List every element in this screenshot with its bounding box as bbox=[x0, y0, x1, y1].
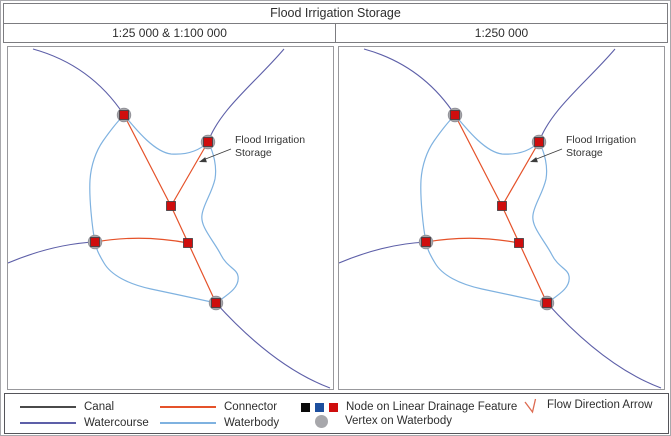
node-square-red-icon bbox=[329, 402, 338, 412]
canal-line-icon bbox=[20, 406, 76, 408]
node-on-drainage-feature bbox=[421, 237, 431, 247]
node-square-blue-icon bbox=[315, 402, 324, 412]
legend-label-canal: Canal bbox=[84, 401, 115, 413]
map-annotation: Flood Irrigation Storage bbox=[566, 134, 639, 159]
legend-item-watercourse: Watercourse bbox=[20, 415, 149, 431]
map-panel-right: Flood Irrigation Storage bbox=[338, 46, 665, 390]
node-on-drainage-feature bbox=[450, 110, 460, 120]
node-square-black-icon bbox=[301, 402, 310, 412]
map-panels: Flood Irrigation Storage Flood Irrigatio… bbox=[7, 46, 665, 390]
connector-line-icon bbox=[160, 406, 216, 408]
connector-left bbox=[94, 237, 189, 244]
node-on-drainage-feature bbox=[203, 137, 213, 147]
legend-label-vertex: Vertex on Waterbody bbox=[345, 415, 452, 427]
watercourse-top-right bbox=[207, 48, 285, 143]
watercourse-bottom-right bbox=[546, 302, 662, 389]
vertex-circle-icon bbox=[315, 414, 328, 428]
legend-item-flow: Flow Direction Arrow bbox=[523, 397, 653, 414]
node-on-drainage-feature bbox=[90, 237, 100, 247]
node-on-drainage-feature bbox=[514, 238, 524, 248]
legend-item-vertex: Vertex on Waterbody bbox=[315, 413, 452, 429]
watercourse-line-icon bbox=[20, 422, 76, 424]
flow-direction-arrow-icon bbox=[524, 398, 537, 414]
page-title: Flood Irrigation Storage bbox=[4, 4, 667, 24]
annotation-arrow bbox=[533, 148, 563, 161]
legend-label-connector: Connector bbox=[224, 401, 278, 413]
waterbody-line-icon bbox=[160, 422, 216, 424]
annotation-arrowhead bbox=[530, 157, 538, 163]
watercourse-bottom-right bbox=[215, 302, 331, 389]
legend-item-waterbody: Waterbody bbox=[160, 415, 279, 431]
waterbody-outline bbox=[89, 114, 239, 304]
legend-label-watercourse: Watercourse bbox=[84, 417, 149, 429]
node-on-drainage-feature bbox=[534, 137, 544, 147]
watercourse-top-right bbox=[538, 48, 616, 143]
node-on-drainage-feature bbox=[183, 238, 193, 248]
node-on-drainage-feature bbox=[542, 298, 552, 308]
legend: Canal Watercourse Connector Waterbody No… bbox=[4, 393, 669, 434]
watercourse-left bbox=[8, 241, 96, 264]
legend-label-waterbody: Waterbody bbox=[224, 417, 280, 429]
legend-label-flow: Flow Direction Arrow bbox=[547, 399, 653, 411]
node-on-drainage-feature bbox=[119, 110, 129, 120]
scale-label-left: 1:25 000 & 1:100 000 bbox=[4, 24, 336, 42]
legend-item-connector: Connector bbox=[160, 399, 277, 415]
waterbody-outline bbox=[420, 114, 570, 304]
watercourse-left bbox=[339, 241, 427, 264]
map-panel-left: Flood Irrigation Storage bbox=[7, 46, 334, 390]
annotation-arrow bbox=[202, 148, 232, 161]
node-on-drainage-feature bbox=[211, 298, 221, 308]
connector-lines bbox=[454, 114, 548, 304]
map-annotation: Flood Irrigation Storage bbox=[235, 134, 308, 159]
watercourse-top-left bbox=[32, 48, 125, 116]
legend-item-node: Node on Linear Drainage Feature bbox=[301, 399, 517, 415]
connector-left bbox=[425, 237, 520, 244]
legend-item-canal: Canal bbox=[20, 399, 114, 415]
legend-label-node: Node on Linear Drainage Feature bbox=[346, 401, 518, 413]
header-table: Flood Irrigation Storage 1:25 000 & 1:10… bbox=[3, 3, 668, 43]
map-drawing-left: Flood Irrigation Storage bbox=[8, 48, 331, 389]
connector-lines bbox=[123, 114, 217, 304]
watercourse-top-left bbox=[363, 48, 456, 116]
map-drawing-right: Flood Irrigation Storage bbox=[339, 48, 662, 389]
node-on-drainage-feature bbox=[166, 201, 176, 211]
scale-row: 1:25 000 & 1:100 000 1:250 000 bbox=[4, 24, 667, 42]
annotation-arrowhead bbox=[199, 157, 207, 163]
scale-label-right: 1:250 000 bbox=[474, 26, 529, 40]
node-on-drainage-feature bbox=[497, 201, 507, 211]
